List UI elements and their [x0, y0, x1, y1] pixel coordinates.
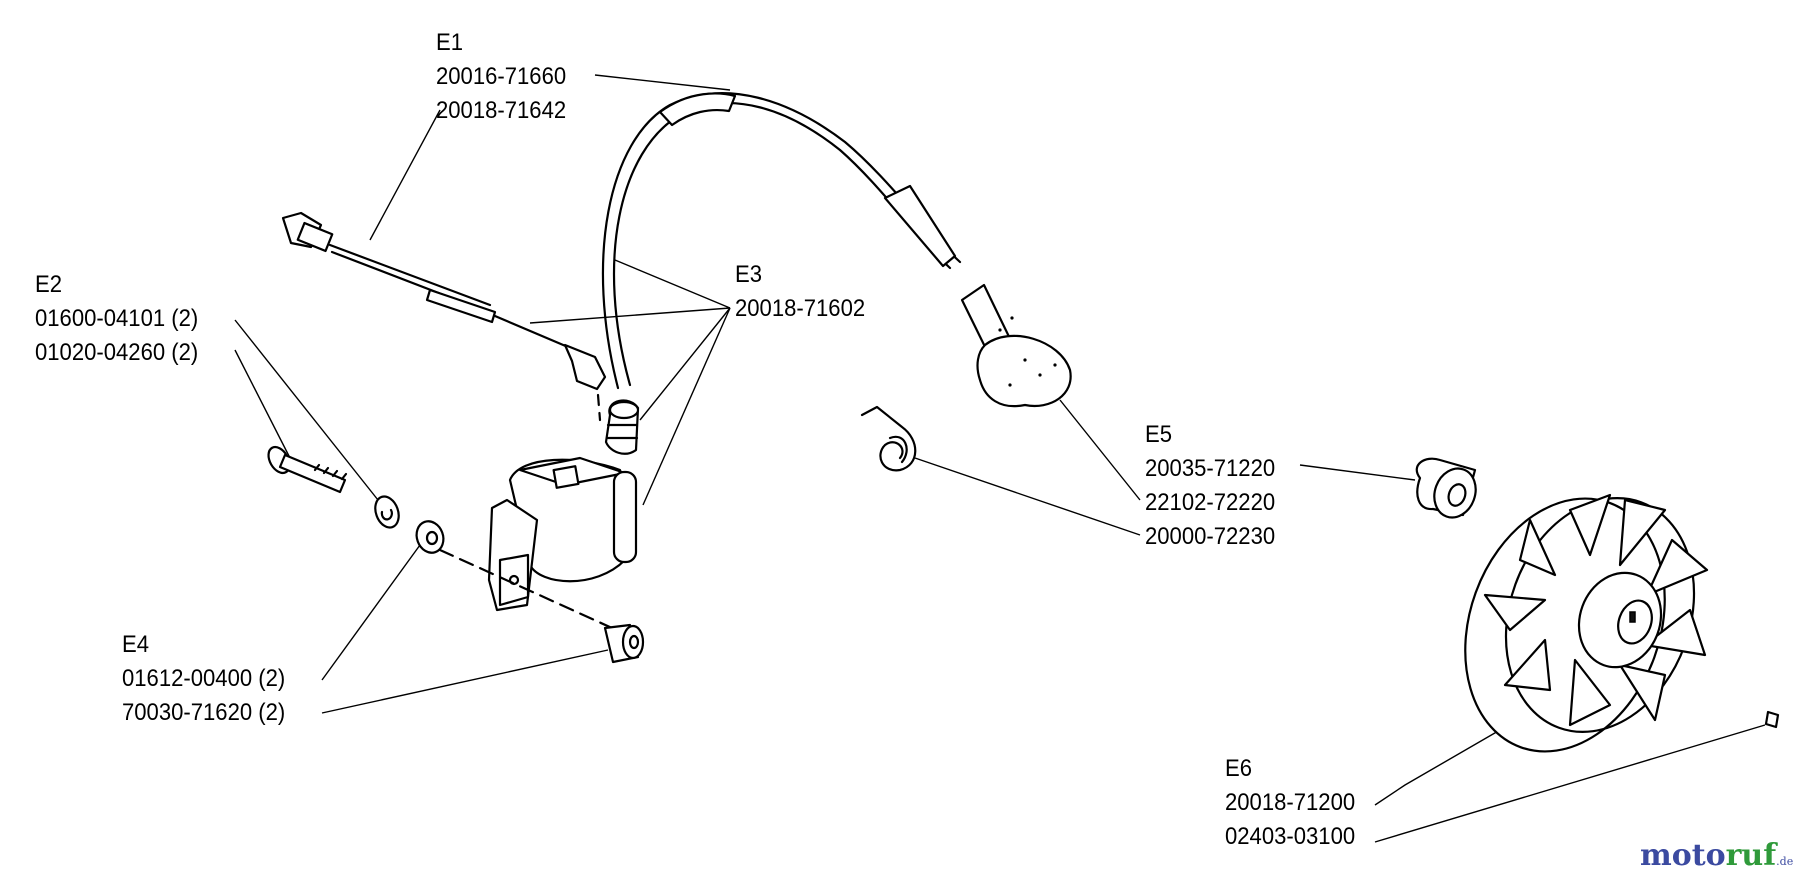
callout-e5-part-3: 20000-72230 — [1145, 523, 1276, 550]
callout-e2: E2 01600-04101 (2) 01020-04260 (2) — [35, 268, 198, 370]
callout-e4-part-1: 01612-00400 (2) — [122, 665, 286, 692]
leader-e4-washer — [321, 544, 421, 681]
callout-e4-id: E4 — [122, 631, 150, 658]
leader-e6-flywheel — [1374, 729, 1501, 806]
leader-lines — [234, 74, 1766, 843]
callout-e1-part-2: 20018-71642 — [436, 97, 567, 124]
callout-e2-part-2: 01020-04260 (2) — [35, 339, 199, 366]
watermark-logo: motoruf.de — [1640, 838, 1793, 873]
leader-e3-cable — [614, 259, 731, 309]
callout-e5-id: E5 — [1145, 421, 1173, 448]
callout-e5-part-2: 22102-72220 — [1145, 489, 1276, 516]
callout-e6-part-2: 02403-03100 — [1225, 823, 1356, 850]
stop-wire — [281, 211, 607, 422]
spacer — [603, 623, 645, 664]
spark-plug-cap — [960, 283, 1072, 408]
callout-e4: E4 01612-00400 (2) 70030-71620 (2) — [122, 628, 285, 730]
callout-e1-id: E1 — [436, 29, 464, 56]
grommet — [604, 399, 640, 455]
spark-plug-spring — [860, 405, 917, 472]
leader-e5-plug-nut — [1299, 464, 1416, 481]
leader-e1-stop-wire — [369, 109, 441, 241]
callout-e5-part-1: 20035-71220 — [1145, 455, 1276, 482]
callout-e2-id: E2 — [35, 271, 63, 298]
callout-e1: E1 20016-71660 20018-71642 — [436, 26, 566, 128]
flywheel-nut — [1415, 457, 1477, 519]
callout-e6-id: E6 — [1225, 755, 1253, 782]
watermark-brand-a: moto — [1640, 838, 1726, 873]
callout-e6-part-1: 20018-71200 — [1225, 789, 1356, 816]
leader-e2-bolt — [234, 349, 291, 459]
coil-bolt — [267, 445, 348, 494]
high-tension-cable — [601, 92, 962, 390]
leader-e4-spacer — [321, 649, 609, 714]
callout-e3-id: E3 — [735, 261, 763, 288]
callout-e4-part-2: 70030-71620 (2) — [122, 699, 286, 726]
lock-washer — [374, 495, 400, 529]
leader-e3-grommet — [639, 307, 731, 421]
leader-e3-coil — [642, 307, 731, 506]
flywheel — [1464, 493, 1709, 753]
leader-e5-plug-cap — [1059, 399, 1141, 501]
callout-e3: E3 20018-71602 — [735, 258, 865, 326]
flat-washer — [415, 520, 445, 554]
leader-e6-key — [1374, 724, 1766, 843]
leader-e1-hightension-cable — [594, 74, 731, 91]
ignition-coil — [438, 456, 638, 630]
callout-e6: E6 20018-71200 02403-03100 — [1225, 752, 1355, 854]
callout-e5: E5 20035-71220 22102-72220 20000-72230 — [1145, 418, 1275, 554]
leader-e2-washer — [234, 319, 379, 501]
callout-e1-part-1: 20016-71660 — [436, 63, 567, 90]
leader-e5-spring — [914, 457, 1141, 536]
callout-e2-part-1: 01600-04101 (2) — [35, 305, 199, 332]
leader-e3-wire — [529, 307, 731, 324]
watermark-tld: .de — [1776, 855, 1794, 868]
watermark-brand-b: ruf — [1725, 838, 1777, 873]
flywheel-key — [1764, 710, 1780, 729]
callout-e3-part-1: 20018-71602 — [735, 295, 866, 322]
